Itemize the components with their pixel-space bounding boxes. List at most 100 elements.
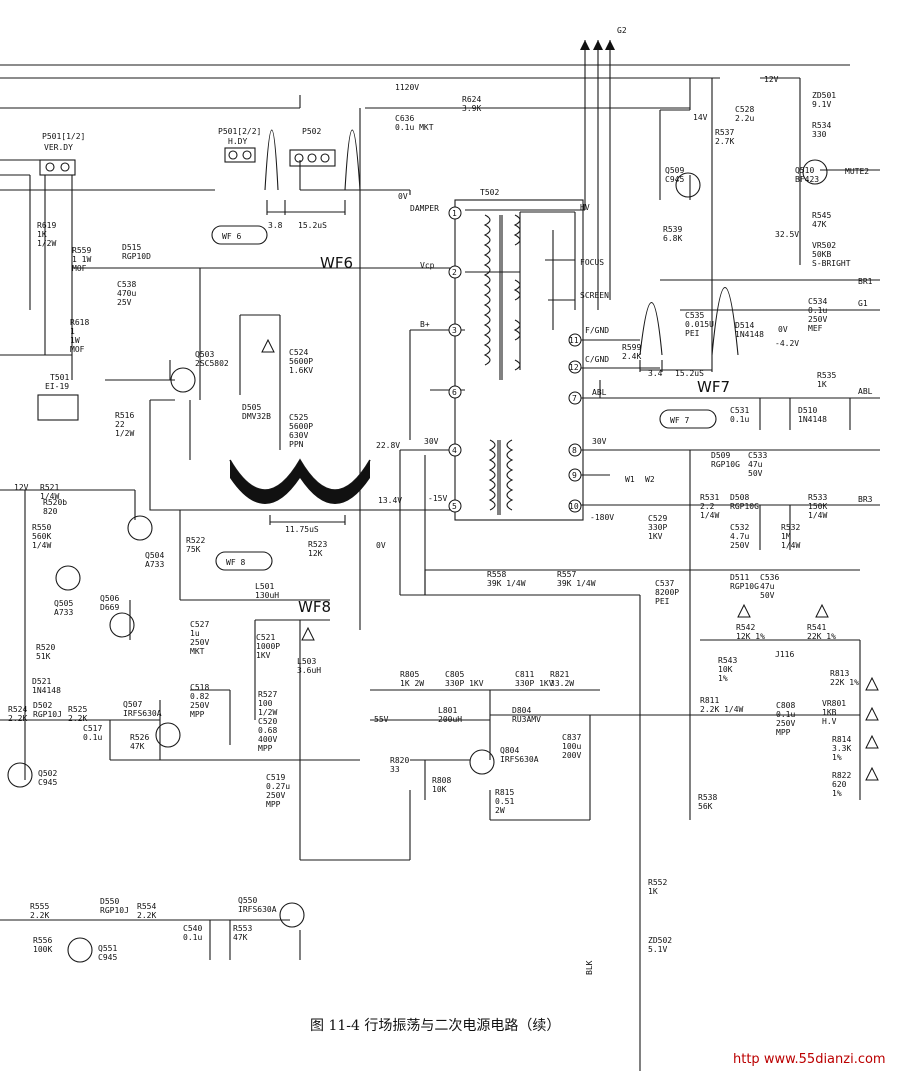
component-r543-val2: 1% [718, 674, 728, 683]
component-r527-ref: R527 [258, 690, 277, 699]
component-d521-val: 1N4148 [32, 686, 61, 695]
component-r822-val2: 1% [832, 789, 842, 798]
component-c531-ref: C531 [730, 406, 749, 415]
component-r559-val: 1 1W [72, 255, 91, 264]
component-vr801-val: 1KB [822, 708, 837, 717]
component-c520-ref: C520 [258, 717, 277, 726]
component-c811-ref: C811 [515, 670, 534, 679]
component-r543-ref: R543 [718, 656, 737, 665]
label-14v: 14V [693, 113, 708, 122]
component-r520-val: 51K [36, 652, 51, 661]
label-g1: G1 [858, 299, 868, 308]
component-q504-ref: Q504 [145, 551, 164, 560]
transistor-symbols [7, 159, 828, 963]
label-abl-pin: ABL [592, 388, 607, 397]
label-hv: HV [580, 203, 590, 212]
signal-labels: G2 1120V 14V 12V MUTE2 BR1 G1 ABL BR3 0V… [14, 26, 873, 975]
component-c520-val: 0.68 [258, 726, 277, 735]
component-r538-val: 56K [698, 802, 713, 811]
component-r527-val: 100 [258, 699, 273, 708]
component-r535-val: 1K [817, 380, 827, 389]
p501b-sublabel: H.DY [228, 137, 247, 146]
waveform-spikes [264, 129, 739, 525]
label-g2: G2 [617, 26, 627, 35]
component-vr502-ref: VR502 [812, 241, 836, 250]
component-c520-val3: MPP [258, 744, 273, 753]
component-d508-ref: D508 [730, 493, 749, 502]
component-r811-val: 2.2K 1/4W [700, 705, 744, 714]
component-d509-val: RGP10G [711, 460, 740, 469]
component-r534-ref: R534 [812, 121, 831, 130]
component-q550-ref: Q550 [238, 896, 257, 905]
component-r553-val: 47K [233, 933, 248, 942]
component-r516-val: 22 [115, 420, 125, 429]
t501-sublabel: EI-19 [45, 382, 69, 391]
component-r550-val: 560K [32, 532, 51, 541]
component-r805-ref: R805 [400, 670, 419, 679]
component-c528-val: 2.2u [735, 114, 754, 123]
component-c518-ref: C518 [190, 683, 209, 692]
component-r523-val: 12K [308, 549, 323, 558]
component-q550-val: IRFS630A [238, 905, 277, 914]
component-r619-val: 1K [37, 230, 47, 239]
timing-3-4: 3.4 [648, 369, 663, 378]
component-c529-val: 330P [648, 523, 667, 532]
component-l801-ref: L801 [438, 706, 457, 715]
component-c527-val3: MKT [190, 647, 205, 656]
component-c533-val2: 50V [748, 469, 763, 478]
component-d502-ref: D502 [33, 701, 52, 710]
component-r814-val2: 1% [832, 753, 842, 762]
label-br3: BR3 [858, 495, 873, 504]
component-r516-ref: R516 [115, 411, 134, 420]
component-c636-ref: C636 [395, 114, 414, 123]
label-abl: ABL [858, 387, 873, 396]
label-focus: FOCUS [580, 258, 604, 267]
t502-pin-6: 6 [452, 388, 457, 397]
component-d804-val: RU3AMV [512, 715, 541, 724]
component-r526-val: 47K [130, 742, 145, 751]
component-c521-ref: C521 [256, 633, 275, 642]
component-q506-val: D669 [100, 603, 119, 612]
component-c521-val: 1000P [256, 642, 280, 651]
component-r624-val: 3.9K [462, 104, 481, 113]
component-vr502-val2: S-BRIGHT [812, 259, 851, 268]
component-r542-ref: R542 [736, 623, 755, 632]
component-d514-ref: D514 [735, 321, 754, 330]
label-w1: W1 [625, 475, 635, 484]
t502-pin-8: 8 [572, 446, 577, 455]
component-c527-val: 1u [190, 629, 200, 638]
component-c532-val: 4.7u [730, 532, 749, 541]
component-r532-ref: R532 [781, 523, 800, 532]
component-d510-ref: D510 [798, 406, 817, 415]
t502-pin-1: 1 [452, 209, 457, 218]
component-c519-ref: C519 [266, 773, 285, 782]
component-r523-ref: R523 [308, 540, 327, 549]
t502-pin-7: 7 [572, 394, 577, 403]
label-0v-a: 0V [398, 192, 408, 201]
component-r554-ref: R554 [137, 902, 156, 911]
component-r539-ref: R539 [663, 225, 682, 234]
component-r599-val: 2.4K [622, 352, 641, 361]
component-r541-val: 22K 1% [807, 632, 836, 641]
component-d508-val: RGP10G [730, 502, 759, 511]
t502-pin-3: 3 [452, 326, 457, 335]
component-r550-val2: 1/4W [32, 541, 51, 550]
label-0v-c: 0V [778, 325, 788, 334]
label-m15v: -15V [428, 494, 447, 503]
component-d514-val: 1N4148 [735, 330, 764, 339]
component-r520b-val: 820 [43, 507, 58, 516]
label-mute2: MUTE2 [845, 167, 869, 176]
component-r559-ref: R559 [72, 246, 91, 255]
component-c538-ref: C538 [117, 280, 136, 289]
component-q507-val: IRFS630A [123, 709, 162, 718]
component-r618-val: 1 [70, 327, 75, 336]
component-c520-val2: 400V [258, 735, 277, 744]
component-q804-ref: Q804 [500, 746, 519, 755]
label-32v: 32.5V [775, 230, 799, 239]
component-d505-ref: D505 [242, 403, 261, 412]
component-c527-ref: C527 [190, 620, 209, 629]
component-r550-ref: R550 [32, 523, 51, 532]
timing-3-8: 3.8 [268, 221, 283, 230]
component-c532-ref: C532 [730, 523, 749, 532]
